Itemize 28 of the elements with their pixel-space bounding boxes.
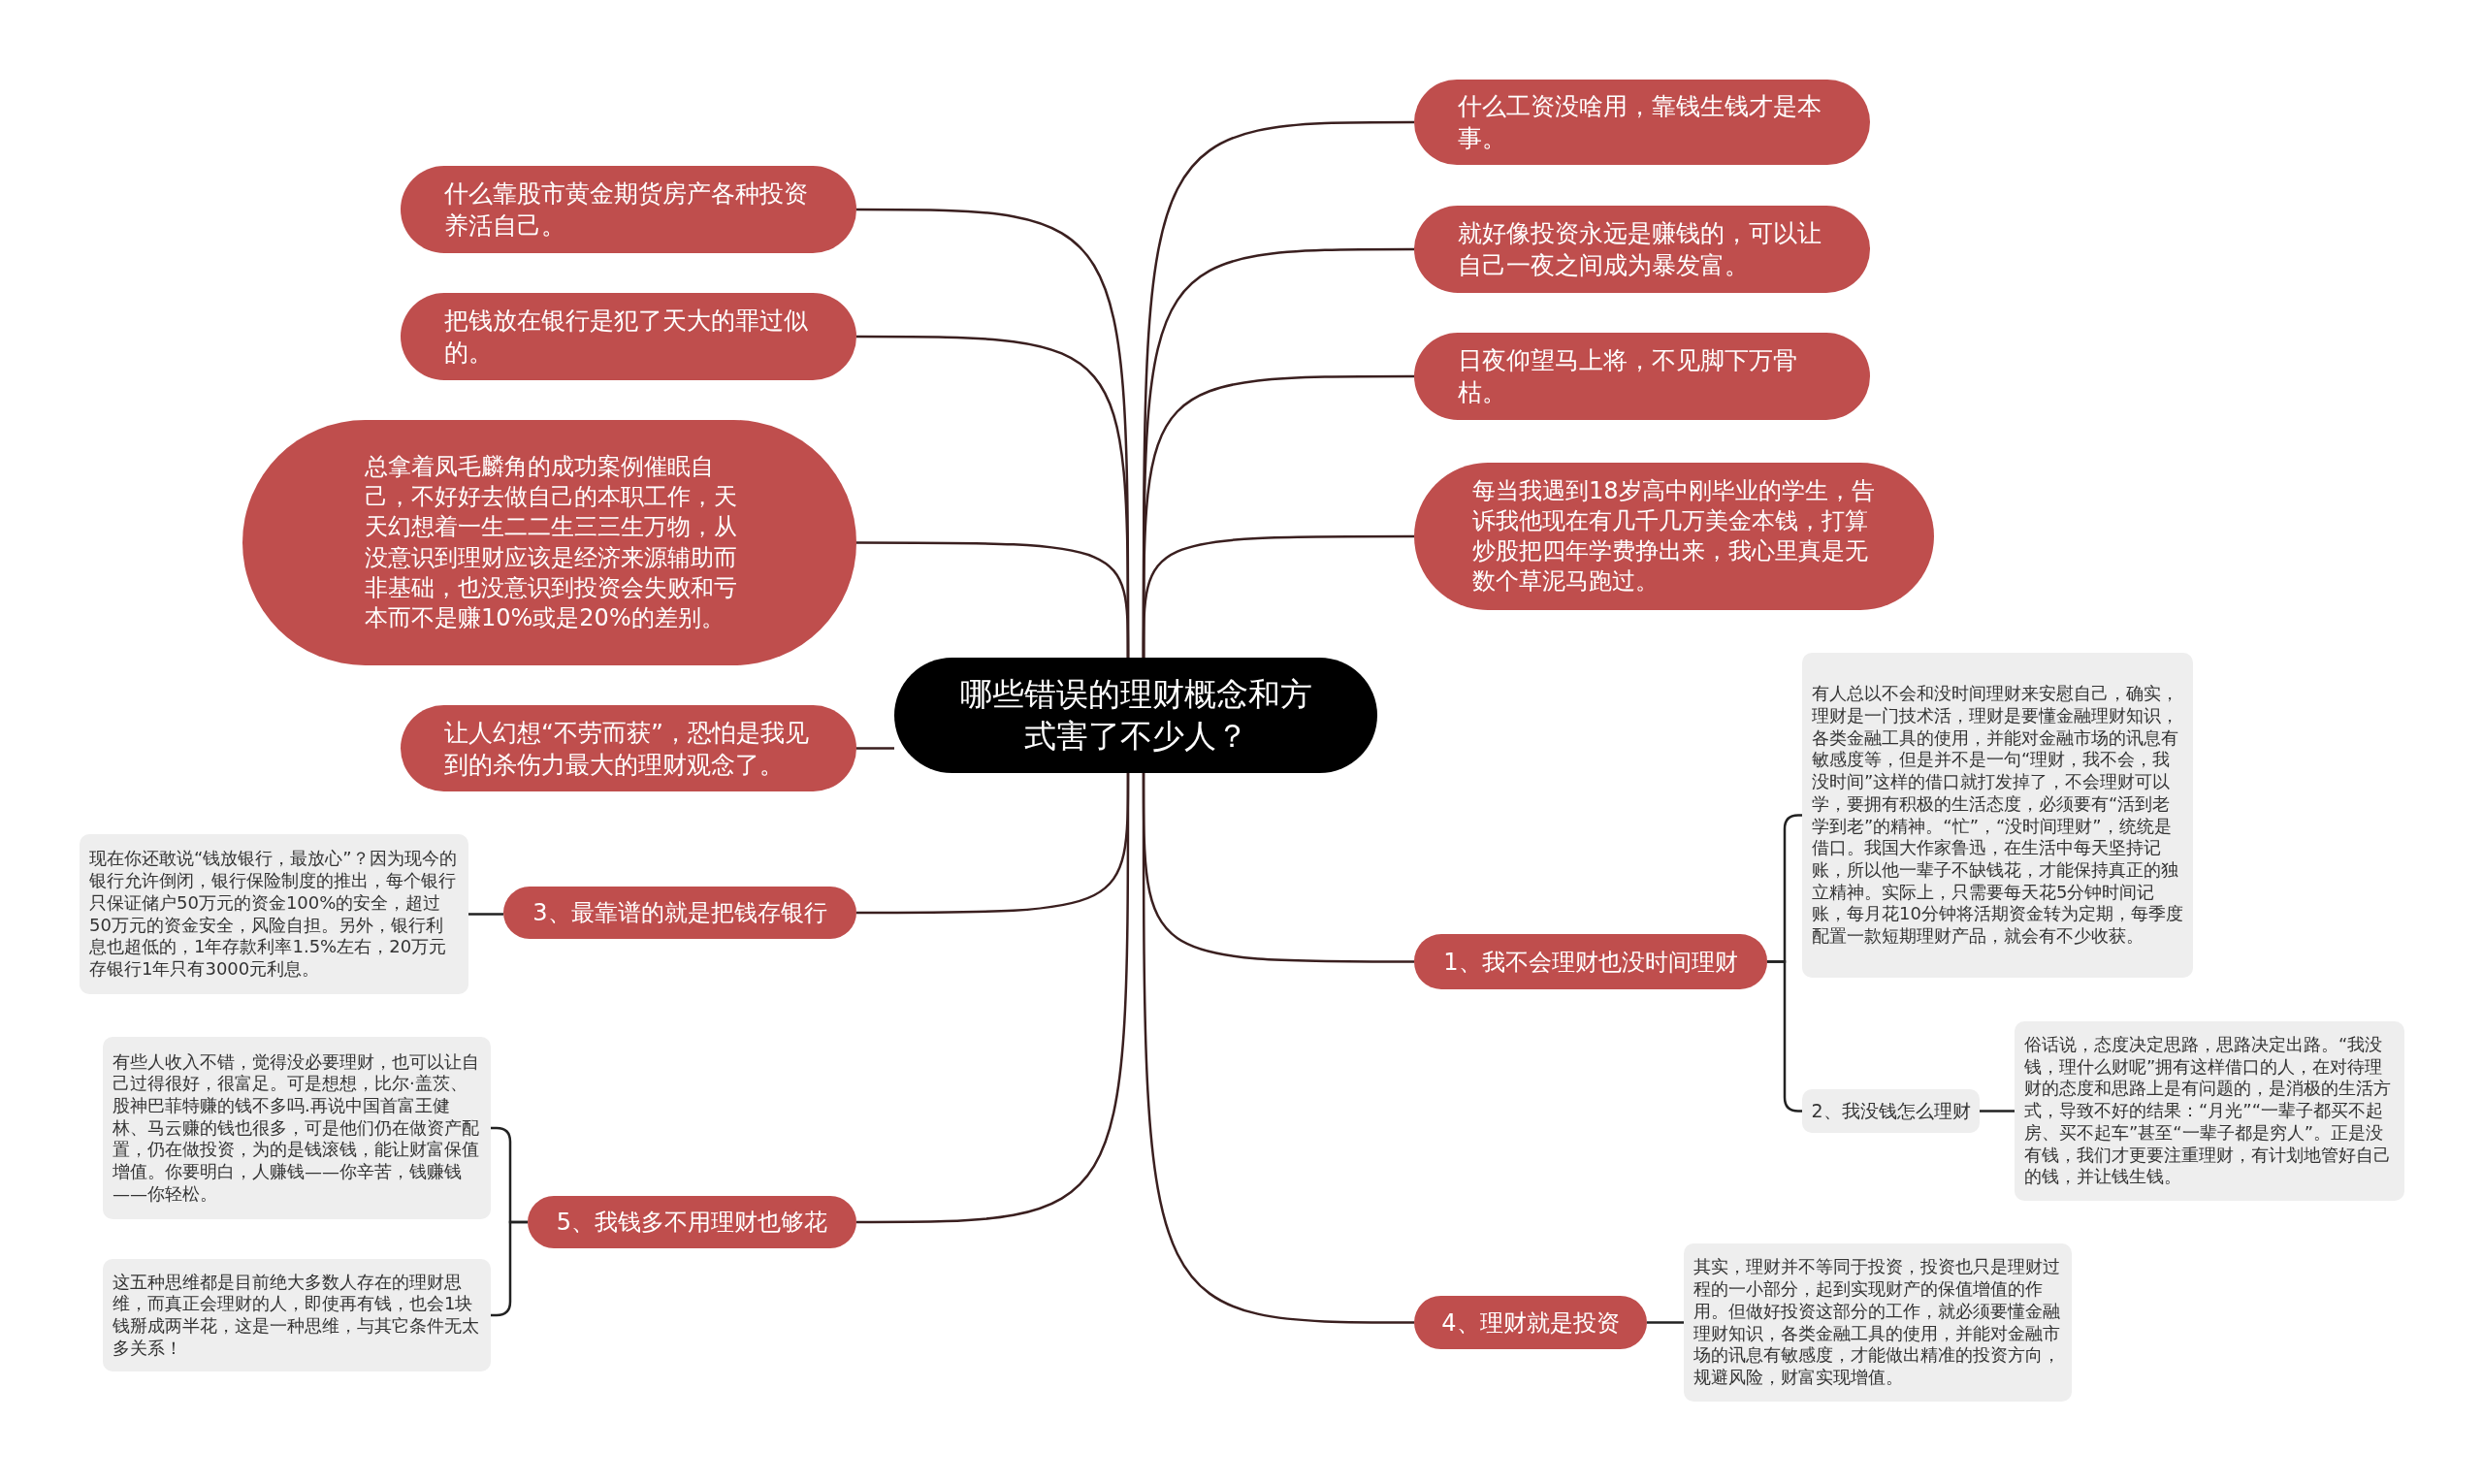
branch-topic: 3、最靠谱的就是把钱存银行: [503, 887, 856, 939]
topic-bubble: 每当我遇到18岁高中刚毕业的学生，告诉我他现在有几千几万美金本钱，打算炒股把四年学费挣出来，我心里真是无数个草泥马跑过。: [1414, 463, 1934, 610]
connector-line: [856, 773, 1130, 1224]
note-box: 这五种思维都是目前绝大多数人存在的理财思维，而真正会理财的人，即使再有钱，也会1块钱掰成两半花，这是一种思维，与其它条件无太多关系！: [103, 1259, 491, 1371]
topic-bubble: 把钱放在银行是犯了天大的罪过似的。: [401, 293, 856, 380]
connector-line: [1142, 773, 1414, 1324]
note-box: 现在你还敢说“钱放银行，最放心”？因为现今的银行允许倒闭，银行保险制度的推出，每个银行只保证储户50万元的资金100%的安全，超过50万元的资金安全，风险自担。另外，银行利息也超低的，1年存款利率1.5%左右，20万元存银行1年只有3000元利息。: [80, 834, 468, 994]
topic-bubble: 什么靠股市黄金期货房产各种投资养活自己。: [401, 166, 856, 253]
subtopic-box: 2、我没钱怎么理财: [1802, 1089, 1980, 1133]
topic-bubble: 就好像投资永远是赚钱的，可以让自己一夜之间成为暴发富。: [1414, 206, 1870, 293]
branch-topic: 4、理财就是投资: [1414, 1296, 1647, 1349]
branch-topic: 1、我不会理财也没时间理财: [1414, 934, 1767, 989]
connector-line: [1142, 534, 1414, 658]
note-box: 俗话说，态度决定思路，思路决定出路。“我没钱，理什么财呢”拥有这样借口的人，在对待理财的态度和思路上是有问题的，是消极的生活方式，导致不好的结果：“月光”“一辈子都买不起房、买不起车”甚至“一辈子都是穷人”。正是没有钱，我们才更要注重理财，有计划地管好自己的钱，并让钱生钱。: [2015, 1021, 2404, 1201]
connector-line: [468, 913, 503, 916]
central-topic: 哪些错误的理财概念和方式害了不少人？: [894, 658, 1377, 773]
note-box: 其实，理财并不等同于投资，投资也只是理财过程的一小部分，起到实现财产的保值增值的作用。但做好投资这部分的工作，就必须要懂金融理财知识，各类金融工具的使用，并能对金融市场的讯息有敏感度，才能做出精准的投资方向，规避风险，财富实现增值。: [1684, 1243, 2072, 1402]
connector-line: [1980, 1110, 2015, 1113]
branch-topic: 5、我钱多不用理财也够花: [528, 1196, 856, 1248]
topic-bubble: 让人幻想“不劳而获”，恐怕是我见到的杀伤力最大的理财观念了。: [401, 705, 856, 791]
note-box: 有些人收入不错，觉得没必要理财，也可以让自己过得很好，很富足。可是想想，比尔·盖茨、股神巴菲特赚的钱不多吗.再说中国首富王健林、马云赚的钱也很多，可是他们仍在做资产配置，仍在做投资，为的是钱滚钱，能让财富保值增值。你要明白，人赚钱——你辛苦，钱赚钱——你轻松。: [103, 1037, 491, 1219]
topic-bubble: 日夜仰望马上将，不见脚下万骨枯。: [1414, 333, 1870, 420]
topic-bubble: 总拿着凤毛麟角的成功案例催眠自己，不好好去做自己的本职工作，天天幻想着一生二二生三三生万物，从没意识到理财应该是经济来源辅助而非基础，也没意识到投资会失败和亏本而不是赚10%或是20%的差别。: [242, 420, 856, 665]
connector-line: [856, 747, 894, 750]
connector-line: [1647, 1321, 1684, 1324]
topic-bubble: 什么工资没啥用，靠钱生钱才是本事。: [1414, 80, 1870, 165]
connector-line: [856, 541, 1130, 658]
note-box: 有人总以不会和没时间理财来安慰自己，确实，理财是一门技术活，理财是要懂金融理财知识，各类金融工具的使用，并能对金融市场的讯息有敏感度等，但是并不是一句“理财，我不会，我没时间”这样的借口就打发掉了，不会理财可以学，要拥有积极的生活态度，必须要有“活到老学到老”的精神。“忙”，“没时间理财”，统统是借口。我国大作家鲁迅，在生活中每天坚持记账，所以他一辈子不缺钱花，才能保持真正的独立精神。实际上，只需要每天花5分钟时间记账，每月花10分钟将活期资金转为定期，每季度配置一款短期理财产品，就会有不少收获。: [1802, 653, 2193, 978]
